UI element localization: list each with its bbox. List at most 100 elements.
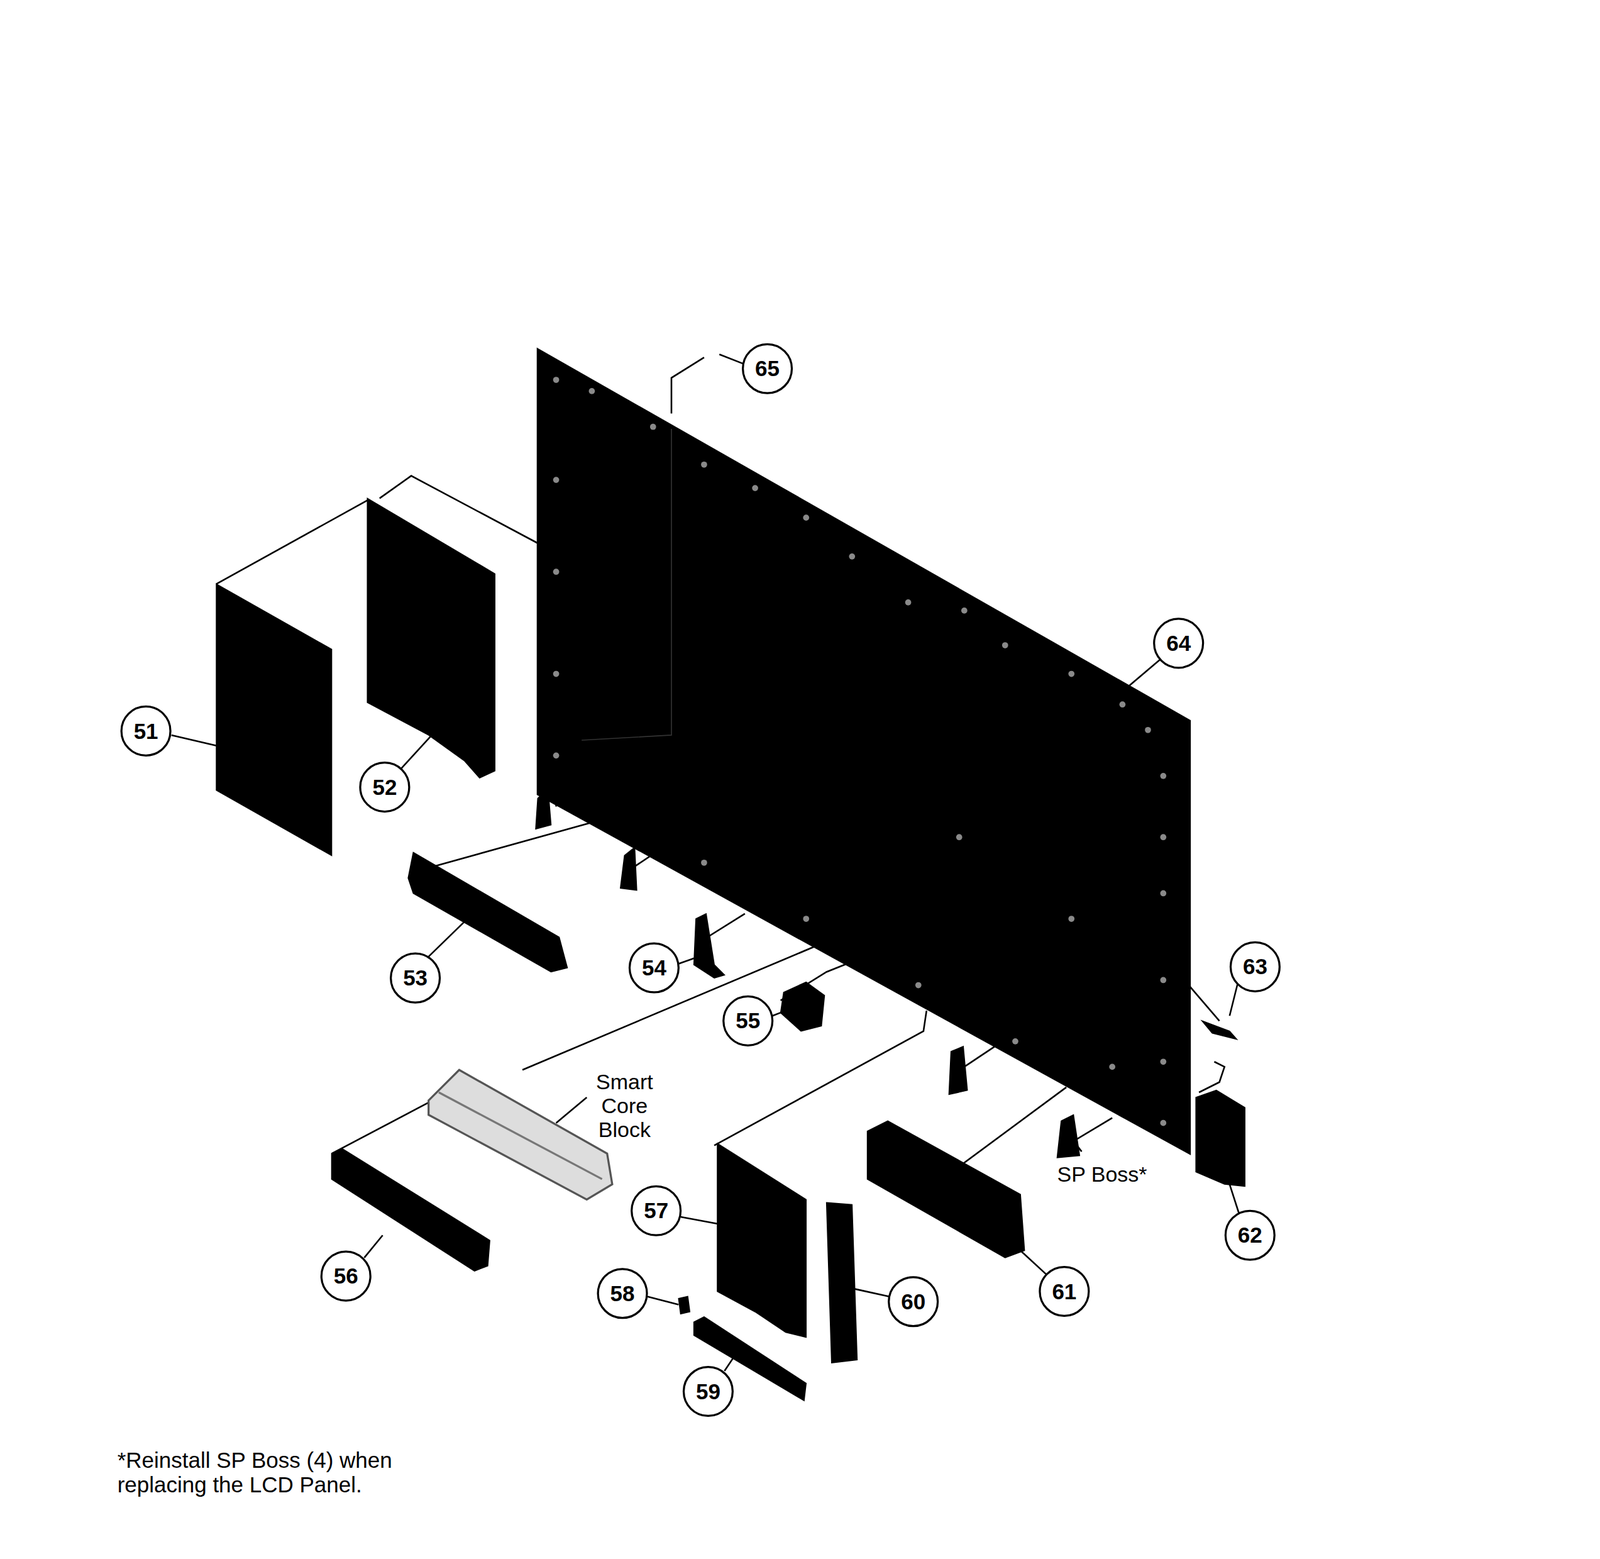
drawing-shape (780, 982, 825, 1032)
drawing-shape (867, 1120, 1025, 1257)
drawing-shape (331, 1102, 429, 1154)
drawing-shape (556, 1097, 588, 1123)
callout-number: 51 (133, 718, 159, 744)
drawing-shape (964, 1046, 996, 1067)
drawing-shape (321, 1251, 371, 1301)
parts (216, 497, 1245, 1401)
drawing-shape (772, 1010, 786, 1016)
drawing-shape (1071, 1137, 1082, 1152)
drawing-shape (678, 957, 696, 964)
callout-number: 65 (755, 355, 780, 381)
drawing-shape (802, 514, 810, 521)
drawing-shape (1107, 658, 1162, 705)
drawing-shape (683, 1366, 733, 1416)
drawing-shape (1159, 833, 1167, 840)
drawing-shape (948, 1046, 967, 1094)
drawing-shape (589, 387, 596, 395)
drawing-shape (1230, 941, 1280, 991)
drawing-shape (535, 787, 551, 829)
drawing-shape (719, 353, 743, 364)
drawing-shape (704, 913, 745, 940)
drawing-shape (1159, 1058, 1167, 1065)
drawing-shape (1198, 1061, 1225, 1093)
drawing-shape (905, 599, 912, 606)
drawing-shape (1154, 618, 1204, 668)
drawing-shape (438, 1092, 603, 1179)
drawing-shape (1159, 1119, 1167, 1126)
callout-number: 54 (641, 954, 667, 980)
callout-number: 62 (1237, 1222, 1263, 1247)
drawing-shape (956, 833, 963, 840)
drawing-shape (620, 846, 637, 890)
drawing-shape (751, 484, 759, 492)
drawing-shape (171, 734, 238, 751)
drawing-shape (1068, 670, 1075, 678)
drawing-shape (802, 915, 810, 922)
drawing-shape (581, 428, 672, 740)
drawing-shape (826, 1202, 858, 1363)
callout-number: 63 (1242, 953, 1268, 979)
drawing-shape (724, 1352, 737, 1371)
lcd-panel (537, 348, 1190, 1154)
drawing-shape (1039, 1266, 1089, 1316)
drawing-shape (915, 982, 922, 989)
drawing-shape (1108, 1063, 1116, 1071)
drawing-shape (743, 343, 793, 393)
drawing-shape (1068, 915, 1075, 922)
part-name: SP Boss* (1057, 1161, 1148, 1186)
smart-core-block (428, 1069, 613, 1199)
drawing-shape (700, 461, 708, 468)
callout-number: 52 (372, 774, 397, 800)
drawing-shape (1225, 1210, 1275, 1260)
drawing-shape (364, 1234, 383, 1258)
drawing-shape (1159, 772, 1167, 779)
drawing-shape (216, 584, 332, 856)
note-text: *Reinstall SP Boss (4) when replacing th… (117, 1447, 414, 1497)
drawing-shape (646, 1296, 679, 1305)
drawing-shape (367, 497, 495, 778)
drawing-shape (700, 859, 708, 866)
drawing-shape (597, 1268, 647, 1318)
callout-number: 60 (900, 1288, 926, 1314)
drawing-shape (553, 376, 1167, 1126)
drawing-shape (1020, 1250, 1047, 1274)
drawing-shape (851, 1288, 889, 1297)
drawing-shape (848, 553, 856, 560)
callout-number: 58 (610, 1280, 635, 1306)
callout-number: 57 (643, 1197, 669, 1223)
leader-lines (171, 353, 1240, 1371)
drawing-shape (553, 476, 560, 483)
drawing-shape (553, 751, 560, 759)
part-name: Smart Core Block (586, 1069, 663, 1142)
drawing-shape (522, 936, 837, 1070)
drawing-shape (1159, 890, 1167, 897)
drawing-shape (553, 568, 560, 575)
drawing-shape (1144, 726, 1152, 734)
drawing-shape (650, 423, 657, 431)
drawing-shape (428, 816, 613, 868)
drawing-shape (428, 921, 465, 957)
callout-number: 53 (402, 965, 428, 990)
drawing-shape (1012, 1037, 1019, 1045)
drawing-shape (1002, 641, 1009, 649)
drawing-shape (1119, 700, 1126, 708)
drawing-shape (553, 376, 560, 383)
drawing-shape (360, 762, 410, 812)
drawing-shape (723, 995, 773, 1045)
drawing-shape (428, 1069, 613, 1199)
drawing-shape (1057, 1114, 1081, 1158)
drawing-shape (1195, 1090, 1245, 1187)
drawing-shape (1188, 985, 1220, 1021)
drawing-shape (1229, 982, 1238, 1016)
drawing-shape (671, 357, 705, 414)
drawing-shape (680, 1216, 725, 1225)
drawing-shape (678, 1296, 690, 1314)
drawing-shape (216, 500, 368, 585)
drawing-shape (717, 1142, 806, 1337)
callout-number: 55 (735, 1007, 761, 1033)
drawing-shape (888, 1276, 938, 1326)
drawing-shape (631, 1185, 681, 1235)
drawing-shape (1159, 976, 1167, 984)
drawing-shape (1202, 1020, 1237, 1039)
